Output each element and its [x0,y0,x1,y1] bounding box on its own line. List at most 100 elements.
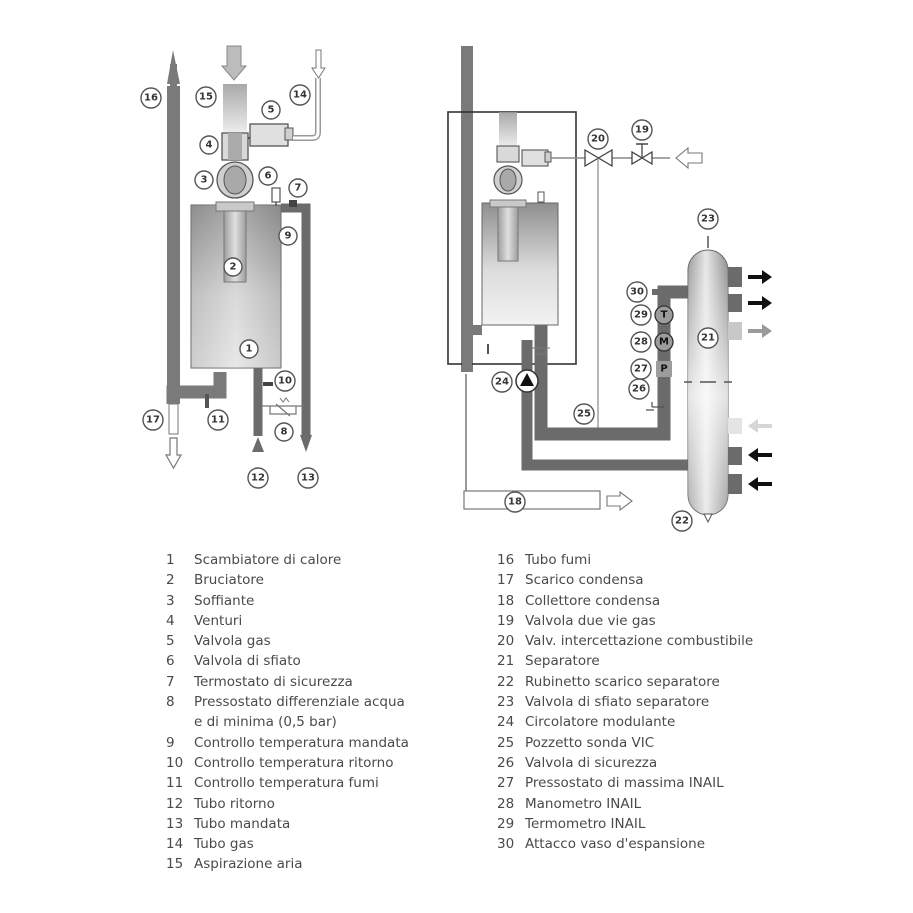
legend-text: Tubo fumi [525,552,592,568]
switch-p-label: P [660,364,667,375]
legend-text: Pressostato differenziale acqua [194,694,405,711]
callout-label: 23 [701,214,715,225]
callout-label: 22 [675,516,689,527]
callout-label: 9 [285,231,292,242]
callout-29: 29 [630,304,652,326]
callout-7: 7 [288,178,308,198]
legend-number: 7 [166,673,175,690]
legend-text: Valvola gas [194,633,271,650]
callout-27: 27 [630,358,652,380]
flue-pipe [167,86,180,404]
callout-label: 8 [281,427,288,438]
legend-text: Venturi [194,612,243,629]
return-in-arrow-3 [748,477,772,491]
legend-number: 25 [497,734,515,751]
legend-text: Manometro INAIL [525,795,642,812]
legend-number: 20 [497,633,515,650]
legend-text: Valv. intercettazione combustibile [525,633,754,650]
legend-text: Valvola di sfiato [194,653,301,670]
supply-pipe [281,203,311,435]
callout-20: 20 [587,128,609,150]
legend-number: 2 [166,572,175,589]
boiler-schematic: T M P 1 2 3 4 5 6 7 8 9 10 11 12 13 14 1… [140,45,772,532]
legend-number: 17 [497,572,515,589]
callout-24: 24 [491,371,513,393]
gas-inlet-arrow-right [675,146,703,170]
legend-text: Valvola di sfiato separatore [525,694,710,711]
legend-item: 23 Valvola di sfiato separatore [497,692,753,712]
legend-number: 24 [497,714,515,731]
condensate-collector [463,490,601,510]
callout-label: 16 [144,93,158,104]
legend-text: Tubo gas [194,836,254,853]
callout-18: 18 [504,491,526,513]
gauge-t-label: T [661,310,668,321]
callout-11: 11 [207,409,229,431]
callout-label: 10 [278,376,292,387]
pressure-gauge: M [654,332,674,352]
legend-item: 14 Tubo gas [166,834,409,854]
legend-text: Valvola di sicurezza [525,754,658,771]
callout-label: 19 [635,125,649,136]
callout-9: 9 [278,226,298,246]
legend-text: Scambiatore di calore [194,552,342,568]
callout-label: 24 [495,377,509,388]
condensate-down-arrow [164,437,183,470]
callout-label: 27 [634,364,648,375]
legend-number: 1 [166,552,175,568]
callout-28: 28 [630,331,652,353]
pressure-switch [262,403,304,417]
callout-label: 25 [577,409,591,420]
safety-thermostat [289,200,297,207]
callout-16: 16 [140,87,162,109]
callout-10: 10 [274,370,296,392]
legend-number: 4 [166,612,175,629]
callout-1: 1 [239,339,259,359]
callout-3: 3 [194,170,214,190]
hydraulic-separator [684,249,732,516]
callout-4: 4 [199,135,219,155]
legend-number: 21 [497,653,515,670]
callout-17: 17 [142,409,164,431]
callout-label: 3 [201,175,208,186]
legend-number: 9 [166,734,175,751]
legend-number: 14 [166,836,184,853]
legend-number: 23 [497,694,515,711]
legend-number [166,712,194,732]
safety-valve [646,402,658,411]
callout-label: 20 [591,134,605,145]
callout-26: 26 [628,378,650,400]
callout-label: 2 [230,262,237,273]
return-in-arrow-1 [748,419,772,433]
callout-21: 21 [697,327,719,349]
legend-number: 11 [166,775,184,792]
supply-pipe-right [534,285,690,441]
gas-inlet-arrow [311,49,326,79]
legend-text: Circolatore modulante [525,714,676,731]
callout-label: 12 [251,473,265,484]
left-boiler-diagram [164,45,326,470]
legend-number: 3 [166,592,175,609]
legend-text: Valvola due vie gas [525,612,656,629]
legend-text: Collettore condensa [525,592,661,609]
callout-25: 25 [573,403,595,425]
callout-label: 18 [508,497,522,508]
legend-text: Attacco vaso d'espansione [525,836,706,853]
legend-text: Pressostato di massima INAIL [525,775,724,792]
gas-valve [249,123,289,147]
